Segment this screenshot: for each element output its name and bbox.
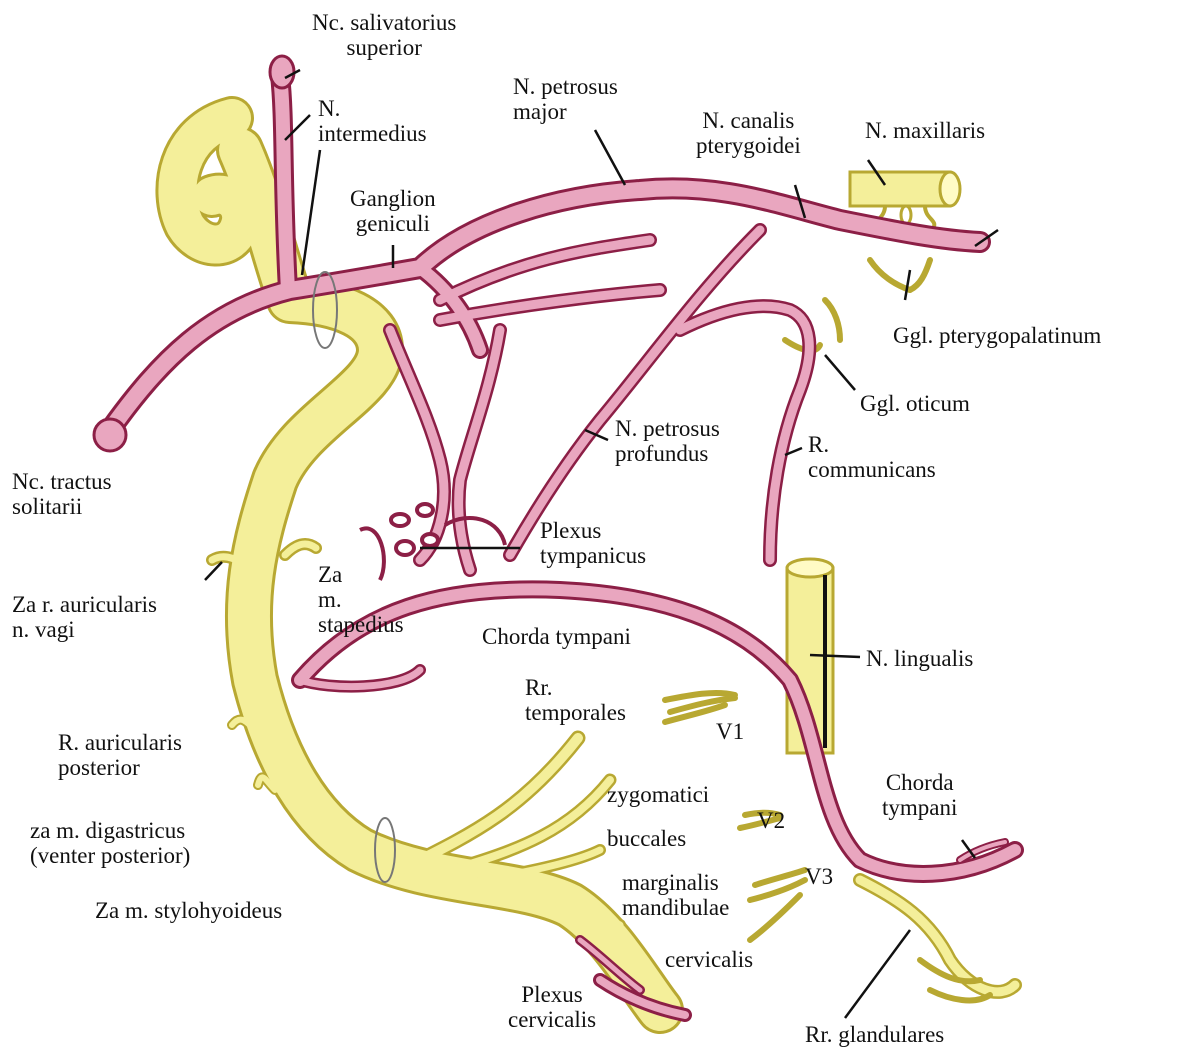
label-line: Za r. auricularis: [12, 592, 157, 617]
label-line: mandibulae: [622, 895, 729, 920]
label-n-lingualis: N. lingualis: [866, 646, 973, 671]
label-line: Ganglion: [350, 186, 436, 211]
label-line: communicans: [808, 457, 936, 482]
label-line: N.: [318, 96, 427, 121]
label-line: N. canalis: [696, 108, 801, 133]
label-line: V2: [757, 808, 785, 833]
label-line: R.: [808, 432, 936, 457]
label-line: N. petrosus: [513, 74, 618, 99]
label-line: major: [513, 99, 618, 124]
label-r-communicans: R. communicans: [808, 432, 936, 482]
label-line: intermedius: [318, 121, 427, 146]
label-line: Plexus: [508, 982, 596, 1007]
label-ganglion-geniculi: Ganglion geniculi: [350, 186, 436, 236]
label-ggl-pterygopalatinum: Ggl. pterygopalatinum: [893, 323, 1101, 348]
label-plexus-tympanicus: Plexus tympanicus: [540, 518, 646, 568]
label-line: Plexus: [540, 518, 646, 543]
label-line: V3: [805, 864, 833, 889]
label-v1: V1: [716, 719, 744, 744]
label-r-auricularis-posterior: R. auricularis posterior: [58, 730, 182, 780]
label-chorda-tympani-mid: Chorda tympani: [482, 624, 631, 649]
label-line: Chorda tympani: [482, 624, 631, 649]
label-line: n. vagi: [12, 617, 157, 642]
label-rr-glandulares: Rr. glandulares: [805, 1022, 944, 1047]
label-line: Ggl. oticum: [860, 391, 970, 416]
label-line: za m. digastricus: [30, 818, 190, 843]
label-line: m.: [318, 587, 404, 612]
label-za-m-stylohyoideus: Za m. stylohyoideus: [95, 898, 282, 923]
label-chorda-tympani-right: Chorda tympani: [882, 770, 957, 820]
label-line: cervicalis: [665, 947, 753, 972]
label-line: stapedius: [318, 612, 404, 637]
label-line: V1: [716, 719, 744, 744]
label-za-r-auricularis: Za r. auricularis n. vagi: [12, 592, 157, 642]
label-line: tympani: [882, 795, 957, 820]
label-line: N. petrosus: [615, 416, 720, 441]
label-line: N. maxillaris: [865, 118, 985, 143]
label-line: solitarii: [12, 494, 112, 519]
label-cervicalis: cervicalis: [665, 947, 753, 972]
label-line: buccales: [607, 826, 686, 851]
label-line: Nc. tractus: [12, 469, 112, 494]
label-ggl-oticum: Ggl. oticum: [860, 391, 970, 416]
label-line: Nc. salivatorius: [312, 10, 456, 35]
label-za-m-digastricus: za m. digastricus (venter posterior): [30, 818, 190, 868]
label-line: zygomatici: [607, 782, 709, 807]
label-n-canalis-pterygoidei: N. canalis pterygoidei: [696, 108, 801, 158]
label-n-maxillaris: N. maxillaris: [865, 118, 985, 143]
label-line: (venter posterior): [30, 843, 190, 868]
label-line: Chorda: [882, 770, 957, 795]
label-line: marginalis: [622, 870, 729, 895]
label-line: pterygoidei: [696, 133, 801, 158]
label-line: temporales: [525, 700, 626, 725]
label-line: superior: [312, 35, 456, 60]
label-line: posterior: [58, 755, 182, 780]
label-line: cervicalis: [508, 1007, 596, 1032]
label-line: Za m. stylohyoideus: [95, 898, 282, 923]
label-line: Rr.: [525, 675, 626, 700]
label-marginalis-mandibulae: marginalis mandibulae: [622, 870, 729, 920]
label-line: R. auricularis: [58, 730, 182, 755]
label-n-petrosus-profundus: N. petrosus profundus: [615, 416, 720, 466]
label-line: profundus: [615, 441, 720, 466]
label-line: geniculi: [350, 211, 436, 236]
label-nc-salivatorius: Nc. salivatorius superior: [312, 10, 456, 60]
label-n-petrosus-major: N. petrosus major: [513, 74, 618, 124]
label-zygomatici: zygomatici: [607, 782, 709, 807]
label-rr-temporales: Rr. temporales: [525, 675, 626, 725]
label-v3: V3: [805, 864, 833, 889]
label-n-intermedius: N. intermedius: [318, 96, 427, 146]
label-za-m-stapedius: Za m. stapedius: [318, 562, 404, 637]
label-nc-tractus-solitarii: Nc. tractus solitarii: [12, 469, 112, 519]
label-line: N. lingualis: [866, 646, 973, 671]
label-plexus-cervicalis: Plexus cervicalis: [508, 982, 596, 1032]
label-buccales: buccales: [607, 826, 686, 851]
label-line: Za: [318, 562, 404, 587]
label-line: Ggl. pterygopalatinum: [893, 323, 1101, 348]
label-v2: V2: [757, 808, 785, 833]
label-line: Rr. glandulares: [805, 1022, 944, 1047]
label-line: tympanicus: [540, 543, 646, 568]
